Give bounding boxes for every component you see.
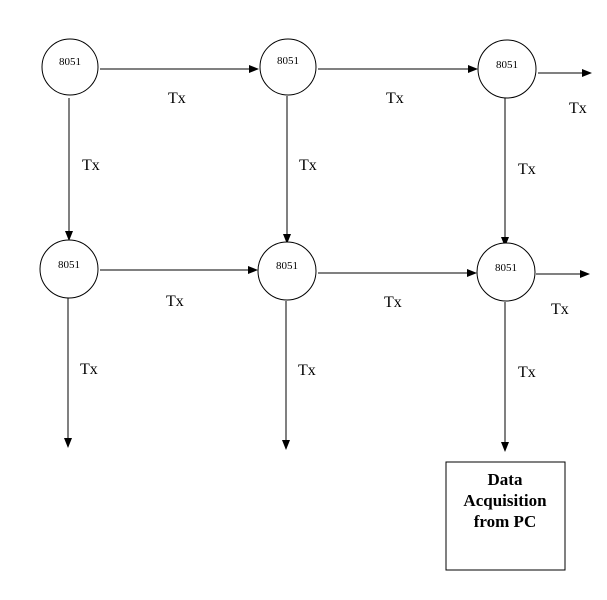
- edge-label: Tx: [298, 362, 316, 379]
- node-n12: 8051: [259, 38, 317, 96]
- node-n13: 8051: [477, 39, 537, 99]
- nodes: 8051 8051 8051 8051 8051 8051: [39, 38, 537, 302]
- node-label: 8051: [277, 55, 299, 67]
- data-acquisition-box: Data Acquisition from PC: [445, 461, 566, 571]
- edge-label: Tx: [299, 157, 317, 174]
- box-label-line-3: from PC: [474, 512, 536, 531]
- node-label: 8051: [59, 56, 81, 68]
- edge-label: Tx: [569, 100, 587, 117]
- edge-label: Tx: [168, 90, 186, 107]
- edge-label: Tx: [384, 294, 402, 311]
- edge-label: Tx: [82, 157, 100, 174]
- edge-label: Tx: [166, 293, 184, 310]
- edge-label: Tx: [518, 161, 536, 178]
- edge-label: Tx: [551, 301, 569, 318]
- node-label: 8051: [276, 260, 298, 272]
- node-n23: 8051: [476, 242, 536, 302]
- node-n22: 8051: [257, 241, 317, 301]
- edges: [64, 65, 592, 452]
- node-n21: 8051: [39, 239, 99, 299]
- box-label-line-2: Acquisition: [463, 491, 547, 510]
- node-label: 8051: [495, 262, 517, 274]
- edge-label: Tx: [80, 361, 98, 378]
- node-n11: 8051: [41, 38, 99, 96]
- edge-label: Tx: [518, 364, 536, 381]
- node-label: 8051: [496, 59, 518, 71]
- edge-labels: Tx Tx Tx Tx Tx Tx Tx Tx Tx Tx Tx Tx: [80, 90, 587, 381]
- node-label: 8051: [58, 259, 80, 271]
- box-label-line-1: Data: [488, 470, 523, 489]
- edge-label: Tx: [386, 90, 404, 107]
